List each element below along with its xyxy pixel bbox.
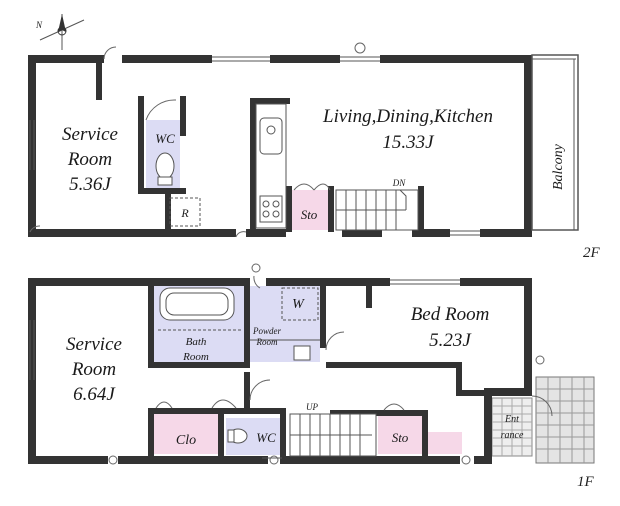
service-room-2f-label-1: Service xyxy=(62,124,118,145)
ldk-label: Living,Dining,Kitchen xyxy=(322,106,493,127)
closet-fill xyxy=(154,414,218,454)
r-label: R xyxy=(180,206,189,220)
service-room-2f-label-2: Room xyxy=(67,149,112,170)
balcony-label: Balcony xyxy=(551,143,566,190)
entrance-label-2: rance xyxy=(501,430,524,441)
shoe-storage-fill xyxy=(428,432,462,454)
ldk-size: 15.33J xyxy=(382,132,435,153)
stairs-up-label: UP xyxy=(306,402,318,412)
powder-room-label-1: Powder xyxy=(252,326,281,336)
stairs-1f xyxy=(289,413,377,457)
wc-2f-label: WC xyxy=(155,131,175,146)
service-room-2f-size: 5.36J xyxy=(69,174,112,195)
service-room-1f-label-1: Service xyxy=(66,334,122,355)
storage-2f-label: Sto xyxy=(301,207,318,222)
floor-1 xyxy=(28,263,595,465)
entrance-tile xyxy=(491,376,595,464)
powder-room-label-2: Room xyxy=(256,337,278,347)
entrance-label-1: Ent xyxy=(504,414,519,425)
compass-north-label: N xyxy=(35,20,43,30)
bed-room-size: 5.23J xyxy=(429,330,472,351)
w-label: W xyxy=(292,297,305,312)
floor-2 xyxy=(28,42,579,238)
stairs-2f xyxy=(335,189,419,231)
compass-rose-icon: N xyxy=(35,14,85,50)
wc-1f-label: WC xyxy=(256,430,276,445)
bath-room-label-2: Room xyxy=(182,351,209,363)
floor-2-label: 2F xyxy=(583,245,601,261)
floor-1-label: 1F xyxy=(577,474,595,490)
storage-1f-label: Sto xyxy=(392,430,409,445)
storage-1f-fill xyxy=(378,416,422,454)
closet-label: Clo xyxy=(176,433,196,448)
service-room-1f-size: 6.64J xyxy=(73,384,116,405)
stairs-dn-label: DN xyxy=(392,178,406,188)
service-room-1f-label-2: Room xyxy=(71,359,116,380)
bath-room-label-1: Bath xyxy=(186,336,207,348)
bed-room-label: Bed Room xyxy=(411,304,490,325)
storage-2f-fill xyxy=(291,190,329,230)
